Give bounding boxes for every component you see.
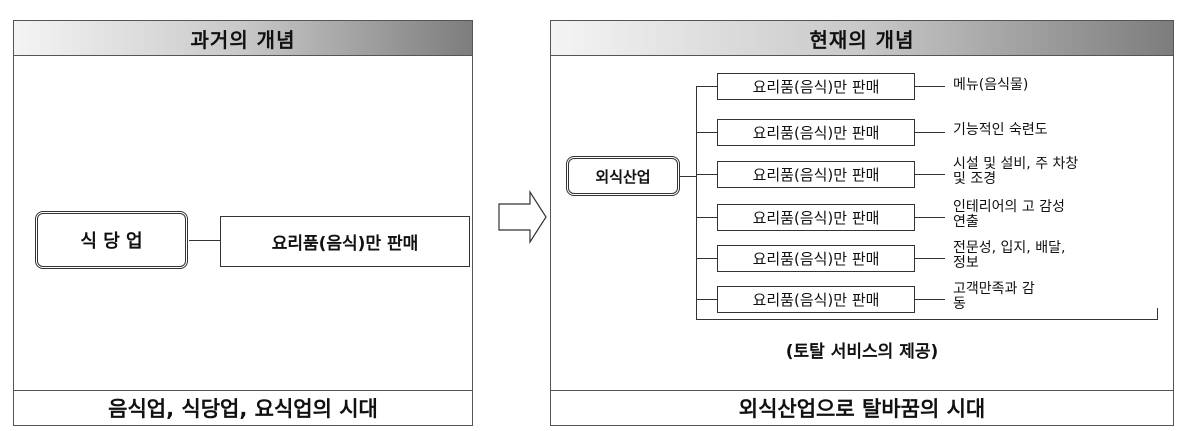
restaurant-box: 식 당 업 [35, 211, 188, 269]
connector-line [189, 240, 221, 241]
row-box: 요리품(음식)만 판매 [717, 204, 915, 231]
right-panel: 현재의 개념 외식산업 요리품(음식)만 판매 메뉴(음식물) 요리품(음식)만… [550, 20, 1174, 426]
transition-arrow-icon [498, 190, 547, 244]
row-box: 요리품(음식)만 판매 [717, 286, 915, 313]
row-connector [696, 174, 717, 175]
row-connector [696, 217, 717, 218]
row-desc: 고객만족과 감동 [953, 281, 1035, 312]
row-desc: 메뉴(음식물) [953, 77, 1029, 93]
row-connector [696, 258, 717, 259]
row-desc: 전문성, 입지, 배달, 정보 [953, 240, 1066, 271]
left-panel-header: 과거의 개념 [14, 21, 472, 56]
row-desc-connector [915, 132, 945, 133]
row-desc-connector [915, 86, 945, 87]
bracket-bottom-line [696, 319, 1158, 320]
bracket-right-tick [1157, 308, 1158, 320]
row-box: 요리품(음식)만 판매 [717, 119, 915, 146]
row-connector [696, 299, 717, 300]
row-desc: 시설 및 설비, 주 차창 및 조경 [953, 156, 1079, 187]
left-panel: 과거의 개념 식 당 업 요리품(음식)만 판매 음식업, 식당업, 요식업의 … [13, 20, 473, 426]
food-sales-box: 요리품(음식)만 판매 [220, 216, 470, 267]
total-service-caption: (토탈 서비스의 제공) [785, 342, 939, 362]
right-panel-header: 현재의 개념 [551, 21, 1173, 56]
row-desc: 인테리어의 고 감성 연출 [953, 199, 1065, 230]
row-connector [696, 86, 717, 87]
row-box: 요리품(음식)만 판매 [717, 245, 915, 272]
row-desc-connector [915, 258, 945, 259]
food-service-industry-box: 외식산업 [566, 156, 680, 196]
row-box: 요리품(음식)만 판매 [717, 161, 915, 188]
left-panel-footer: 음식업, 식당업, 요식업의 시대 [14, 390, 472, 425]
row-desc-connector [915, 174, 945, 175]
row-box: 요리품(음식)만 판매 [717, 73, 915, 100]
main-connector-line [680, 176, 696, 177]
bracket-spine [696, 86, 697, 319]
row-desc-connector [915, 217, 945, 218]
right-panel-footer: 외식산업으로 탈바꿈의 시대 [551, 390, 1173, 425]
row-desc: 기능적인 숙련도 [953, 122, 1048, 138]
row-desc-connector [915, 299, 945, 300]
row-connector [696, 132, 717, 133]
